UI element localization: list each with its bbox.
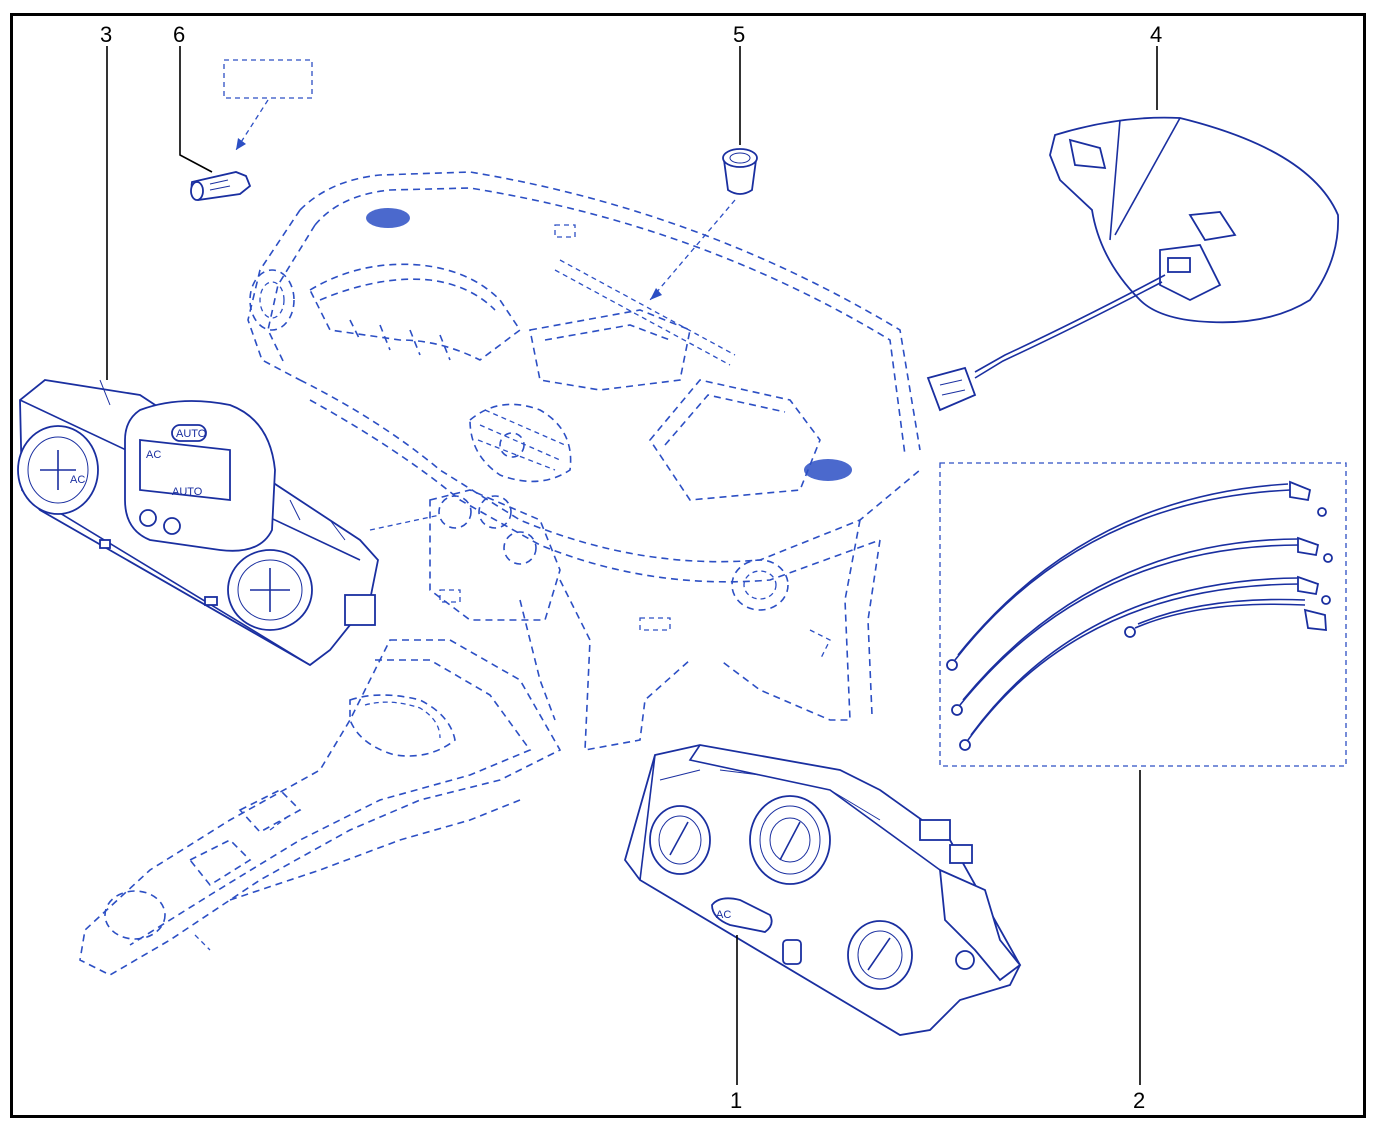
callout-leaders <box>106 46 1158 1085</box>
callout-2: 2 <box>1133 1088 1145 1113</box>
ac-button-label: AC <box>716 909 731 921</box>
callout-5: 5 <box>733 22 745 47</box>
center-console-outline <box>79 639 562 976</box>
callout-6: 6 <box>173 22 185 47</box>
plug-part <box>722 148 758 195</box>
manual-heater-control-panel: AC <box>624 744 1022 1036</box>
display-auto-label: AUTO <box>172 486 203 498</box>
leader-6 <box>179 46 213 173</box>
auto-button <box>171 424 207 442</box>
display-ac-label: AC <box>146 449 161 461</box>
dashboard-outline <box>247 171 921 751</box>
auto-button-label: AUTO <box>176 428 207 440</box>
callout-labels: 3 6 5 4 1 2 <box>100 22 1162 1113</box>
callout-3: 3 <box>100 22 112 47</box>
sensor-housing-part <box>926 116 1339 412</box>
bulb-part <box>190 171 252 201</box>
callout-1: 1 <box>730 1088 742 1113</box>
projection-lines <box>223 59 1347 767</box>
control-cables-part <box>946 480 1333 751</box>
callout-4: 4 <box>1150 22 1162 47</box>
auto-climate-control-panel: AC AC AUTO AUTO <box>17 379 379 667</box>
ac-left-label: AC <box>70 474 85 486</box>
